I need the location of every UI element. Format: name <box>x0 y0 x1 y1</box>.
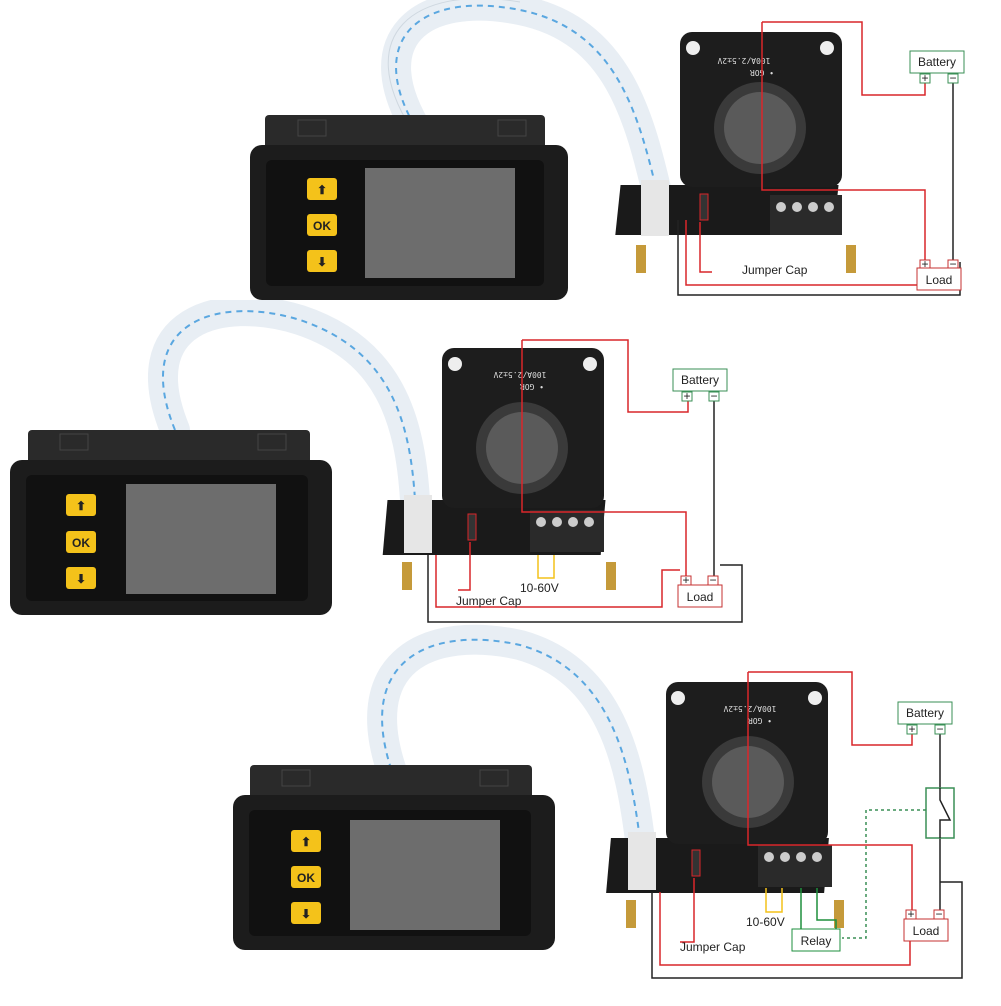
ribbon-cable <box>367 624 655 855</box>
down-arrow-icon: ⬇ <box>301 907 311 921</box>
voltage-label: 10-60V <box>520 581 559 595</box>
battery-plus: + <box>908 722 915 736</box>
current-sensor-board: 100A/2.5±2V • GOR <box>615 32 856 273</box>
load-label: Load <box>926 273 953 287</box>
ok-button[interactable] <box>307 214 337 236</box>
relay-label: Relay <box>801 934 832 948</box>
lcd-screen <box>365 168 515 278</box>
ok-button-label: OK <box>313 219 331 233</box>
battery-box: Battery + − <box>909 50 965 85</box>
wiring <box>651 671 963 979</box>
diagram-panel-1: ⬆ OK ⬇ 100A/2.5±2V • GOR Battery + <box>0 0 1001 320</box>
meter-display: ⬆ OK ⬇ <box>10 430 332 615</box>
up-button[interactable] <box>66 494 96 516</box>
up-arrow-icon: ⬆ <box>76 499 86 513</box>
sensor-rating-text: 100A/2.5±2V <box>717 56 770 65</box>
load-plus: + <box>907 907 914 921</box>
down-button[interactable] <box>291 902 321 924</box>
battery-label: Battery <box>918 55 956 69</box>
jumper-cap <box>691 849 701 877</box>
connector-socket <box>404 495 432 553</box>
sensor-brand-text: • GOR <box>520 382 544 391</box>
voltage-label: 10-60V <box>746 915 785 929</box>
load-plus: + <box>921 257 928 271</box>
ribbon-cable <box>148 296 430 515</box>
diagram-panel-2: ⬆ OK ⬇ 100A/2.5±2V • GOR Battery + <box>0 296 1001 630</box>
up-arrow-icon: ⬆ <box>301 835 311 849</box>
load-minus: − <box>949 257 956 271</box>
load-label: Load <box>913 924 940 938</box>
ok-button-label: OK <box>297 871 315 885</box>
battery-label: Battery <box>681 373 719 387</box>
meter-display: ⬆ OK ⬇ <box>250 115 568 300</box>
ribbon-cable <box>381 0 675 220</box>
lcd-screen <box>350 820 500 930</box>
down-button[interactable] <box>66 567 96 589</box>
down-button[interactable] <box>307 250 337 272</box>
load-box: + − Load <box>903 907 949 942</box>
sensor-rating-text: 100A/2.5±2V <box>723 704 776 713</box>
panel-1-drawing: ⬆ OK ⬇ 100A/2.5±2V • GOR Battery + <box>250 0 965 300</box>
lcd-screen <box>126 484 276 594</box>
connector-socket <box>641 180 669 236</box>
jumper-cap-label: Jumper Cap <box>456 594 522 608</box>
ok-button-label: OK <box>72 536 90 550</box>
battery-plus: + <box>921 71 928 85</box>
load-minus: − <box>709 573 716 587</box>
relay-box: Relay <box>791 928 841 952</box>
jumper-cap-label: Jumper Cap <box>680 940 746 954</box>
load-plus: + <box>682 573 689 587</box>
meter-display: ⬆ OK ⬇ <box>233 765 555 950</box>
load-box: + − Load <box>916 257 962 291</box>
battery-box: Battery + − <box>897 701 953 736</box>
battery-label: Battery <box>906 706 944 720</box>
diagram-panel-3: ⬆ OK ⬇ 100A/2.5±2V • GOR Ba <box>0 620 1001 1001</box>
battery-minus: − <box>710 389 717 403</box>
sensor-brand-text: • GOR <box>748 716 772 725</box>
jumper-cap <box>699 193 709 221</box>
panel-3-drawing: ⬆ OK ⬇ 100A/2.5±2V • GOR Ba <box>233 624 963 979</box>
up-arrow-icon: ⬆ <box>317 183 327 197</box>
load-box: + − Load <box>677 573 723 608</box>
down-arrow-icon: ⬇ <box>76 572 86 586</box>
load-minus: − <box>935 907 942 921</box>
battery-box: Battery + − <box>672 368 728 403</box>
down-arrow-icon: ⬇ <box>317 255 327 269</box>
up-button[interactable] <box>291 830 321 852</box>
connector-socket <box>628 832 656 890</box>
ok-button[interactable] <box>66 531 96 553</box>
load-label: Load <box>687 590 714 604</box>
ok-button[interactable] <box>291 866 321 888</box>
up-button[interactable] <box>307 178 337 200</box>
jumper-cap-label: Jumper Cap <box>742 263 808 277</box>
panel-2-drawing: ⬆ OK ⬇ 100A/2.5±2V • GOR Battery + <box>10 296 743 623</box>
sensor-rating-text: 100A/2.5±2V <box>493 370 546 379</box>
battery-minus: − <box>949 71 956 85</box>
battery-plus: + <box>683 389 690 403</box>
jumper-cap <box>467 513 477 541</box>
wiring <box>427 339 743 623</box>
battery-minus: − <box>936 722 943 736</box>
